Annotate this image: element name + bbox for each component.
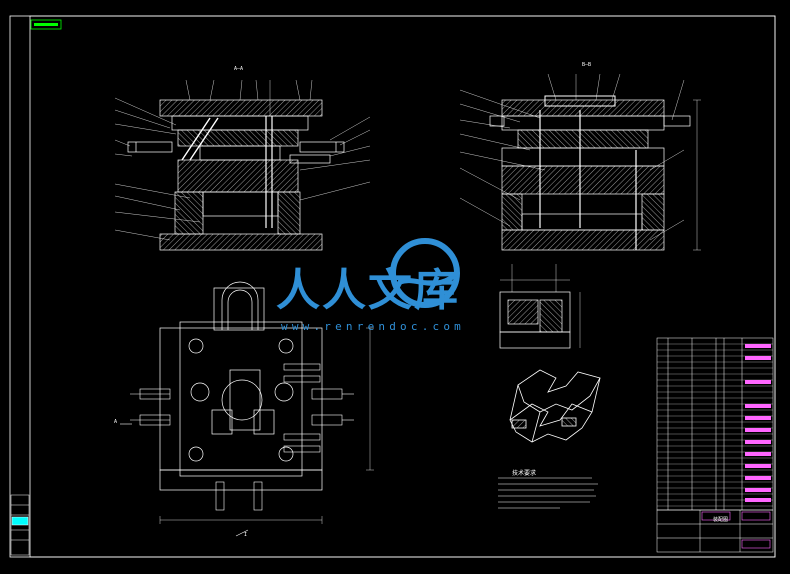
title-block: [656, 337, 774, 553]
technical-notes: [498, 477, 598, 509]
title-block-magenta-cell: [741, 511, 771, 521]
isometric-part: [509, 369, 601, 443]
parts-list-magenta-cell: [745, 440, 771, 444]
section-a-title: A—A: [234, 66, 244, 72]
watermark-brand: 人人文库: [276, 265, 460, 316]
section-b-title: B—B: [582, 62, 592, 68]
parts-list-magenta-cell: [745, 464, 771, 468]
sheet-label: 装配图: [713, 517, 729, 523]
parts-list-magenta-cell: [745, 428, 771, 432]
right-view-label: I: [244, 532, 248, 538]
watermark-logo: [388, 236, 462, 310]
plan-view-label: A: [114, 419, 118, 425]
parts-list-magenta-cell: [745, 452, 771, 456]
parts-list-magenta-cell: [745, 498, 771, 502]
title-block-magenta-cell: [701, 511, 731, 521]
parts-list-magenta-cell: [745, 356, 771, 360]
parts-list-magenta-cell: [745, 416, 771, 420]
section-b-view: [459, 73, 701, 251]
parts-list-rows: [657, 343, 773, 507]
left-margin-strip: [10, 494, 30, 556]
parts-list-magenta-cell: [745, 344, 771, 348]
parts-list-magenta-cells: [701, 344, 771, 549]
parts-list-magenta-cell: [745, 488, 771, 492]
parts-list-magenta-cell: [745, 476, 771, 480]
watermark-url: www.renrendoc.com: [281, 320, 465, 333]
drawing-frame: [9, 15, 776, 558]
parts-list-magenta-cell: [745, 380, 771, 384]
drawing-code-tag: [30, 19, 62, 30]
part-section-view: [499, 264, 581, 349]
section-a-view: [114, 79, 371, 251]
title-block-magenta-cell: [741, 539, 771, 549]
parts-list-magenta-cell: [745, 404, 771, 408]
technical-requirements-heading: 技术要求: [512, 470, 537, 477]
plan-view: [120, 281, 374, 537]
watermark-logo-icon: [390, 238, 460, 308]
